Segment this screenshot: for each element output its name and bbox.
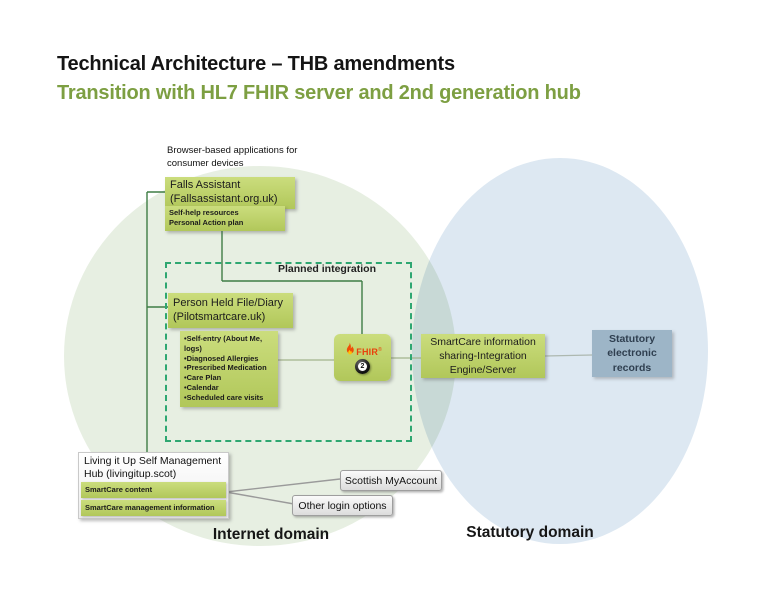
statutory-records-line2: electronic [607, 347, 657, 360]
hub-title: Living it Up Self Management Hub (living… [84, 455, 225, 481]
falls-assistant-box: Falls Assistant (Fallsassistant.org.uk) [165, 177, 295, 209]
falls-assistant-title: Falls Assistant [170, 179, 241, 191]
fhir-server-box: FHIR ® 2 [334, 334, 391, 381]
fhir-registered-mark: ® [378, 346, 382, 353]
other-login-options-box: Other login options [292, 495, 393, 516]
browser-apps-label-line1: Browser-based applications for [167, 145, 298, 156]
phf-bullet: •Diagnosed Allergies [184, 353, 259, 363]
planned-integration-boundary [165, 262, 412, 442]
smartcare-engine-line3: Engine/Server [449, 364, 517, 376]
hub-row-smartcare-content: SmartCare content [81, 482, 226, 498]
person-held-file-url: (Pilotsmartcare.uk) [173, 311, 266, 323]
falls-assistant-features-box: Self-help resources Personal Action plan [165, 206, 285, 231]
falls-assistant-url: (Fallsassistant.org.uk) [170, 192, 278, 205]
smartcare-engine-line1: SmartCare information [430, 336, 536, 348]
person-held-file-title: Person Held File/Diary [173, 297, 284, 309]
browser-apps-label-line2: consumer devices [167, 157, 244, 169]
scottish-myaccount-box: Scottish MyAccount [340, 470, 442, 491]
browser-apps-label: Browser-based applications for consumer … [167, 145, 327, 170]
generation-2-number: 2 [358, 361, 367, 371]
falls-feature-2: Personal Action plan [169, 218, 244, 227]
person-held-file-features-box: •Self-entry (About Me, logs) •Diagnosed … [180, 331, 278, 407]
phf-bullet: •Scheduled care visits [184, 392, 264, 402]
hub-title-line1: Living it Up Self Management [84, 455, 222, 467]
phf-bullet: •Self-entry (About Me, logs) [184, 334, 263, 353]
phf-bullet: •Prescribed Medication [184, 363, 267, 373]
page-subtitle: Transition with HL7 FHIR server and 2nd … [57, 82, 581, 104]
phf-bullet: •Calendar [184, 382, 219, 392]
statutory-records-line3: records [612, 361, 652, 374]
fhir-logo: FHIR ® [343, 342, 382, 357]
hub-title-line2: Hub (livingitup.scot) [84, 468, 177, 480]
living-it-up-hub-box: Living it Up Self Management Hub (living… [78, 452, 229, 519]
phf-bullet: •Care Plan [184, 373, 222, 383]
statutory-records-line1: Statutory [608, 332, 656, 345]
person-held-file-box: Person Held File/Diary (Pilotsmartcare.u… [168, 293, 293, 328]
falls-feature-1: Self-help resources [169, 208, 239, 217]
hub-row-smartcare-management: SmartCare management information [81, 500, 226, 516]
statutory-domain-label: Statutory domain [466, 524, 594, 541]
fhir-label: FHIR [356, 346, 379, 357]
smartcare-engine-line2: sharing-Integration [439, 350, 527, 362]
page-title: Technical Architecture – THB amendments [57, 53, 455, 75]
planned-integration-label: Planned integration [277, 263, 376, 275]
internet-domain-label: Internet domain [212, 526, 330, 543]
statutory-records-box: Statutory electronic records [592, 330, 672, 377]
smartcare-engine-box: SmartCare information sharing-Integratio… [421, 334, 545, 378]
flame-icon [347, 342, 355, 354]
generation-2-ball-icon: 2 [355, 358, 370, 374]
